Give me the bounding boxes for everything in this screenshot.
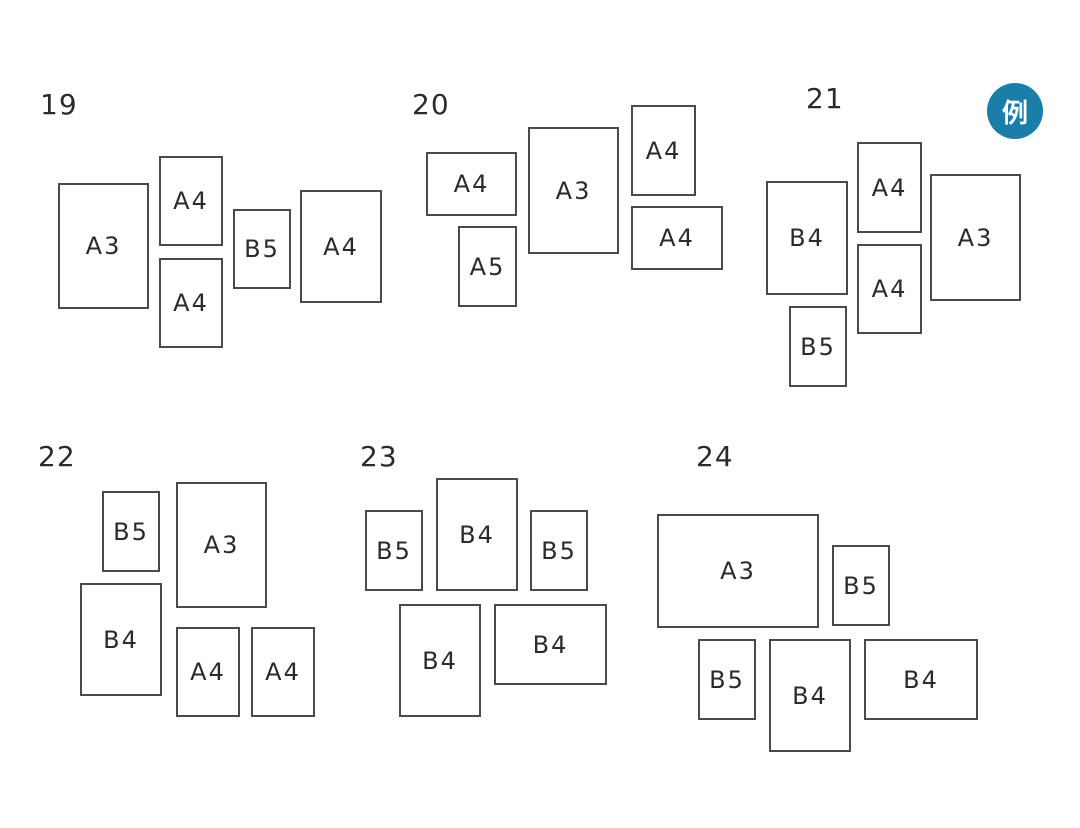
frame-size-label: B4 [103,625,139,654]
frame-box: A4 [631,105,696,196]
example-badge-text: 例 [1001,98,1028,129]
frame-box: B5 [365,510,423,591]
frame-box: A3 [657,514,819,628]
frame-size-label: B4 [422,646,458,675]
frame-size-label: B4 [459,520,495,549]
layout-number: 24 [696,440,734,473]
frame-size-label: A4 [265,658,301,686]
frame-size-label: A3 [720,557,756,585]
frame-box: A4 [176,627,240,717]
frame-size-label: A3 [203,531,240,559]
frame-size-label: B5 [244,235,280,263]
frame-box: B4 [494,604,607,685]
frame-size-label: B5 [113,517,149,546]
frame-box: A4 [159,156,223,246]
frame-size-label: A3 [957,223,994,252]
frame-box: B4 [80,583,162,696]
frame-box: A4 [300,190,382,303]
layout-number: 22 [38,440,76,473]
frame-box: A4 [426,152,517,216]
frame-size-label: A4 [173,187,209,215]
layout-number: 23 [360,440,398,473]
frame-size-label: B5 [376,536,412,565]
frame-size-label: B5 [800,332,836,361]
frame-box: A4 [857,244,922,334]
frame-size-label: B4 [792,681,828,710]
frame-box: B5 [233,209,291,289]
frame-size-label: A5 [469,252,506,281]
frame-size-label: B4 [903,665,939,694]
frame-size-label: B5 [843,571,879,600]
frame-box: B4 [864,639,978,720]
frame-box: B5 [530,510,588,591]
frame-box: A3 [528,127,619,254]
frame-box: A3 [58,183,149,309]
frame-box: B4 [399,604,481,717]
frame-size-label: A4 [659,224,695,252]
frame-box: B5 [698,639,756,720]
frame-box: A4 [159,258,223,348]
frame-box: A5 [458,226,517,307]
frame-box: B4 [769,639,851,752]
frame-box: B4 [436,478,518,591]
frame-box: B5 [832,545,890,626]
frame-box: B5 [789,306,847,387]
example-badge: 例 [987,83,1043,139]
layout-number: 20 [412,88,450,121]
frame-box: A3 [176,482,267,608]
frame-size-label: A4 [871,173,908,202]
frame-size-label: B4 [789,224,825,252]
frame-size-label: B5 [709,665,745,694]
frame-box: B4 [766,181,848,295]
frame-size-label: A4 [190,658,226,686]
frame-box: A4 [857,142,922,233]
frame-size-label: A4 [323,232,359,261]
frame-size-label: B5 [541,536,577,565]
frame-box: A3 [930,174,1021,301]
layout-number: 21 [806,82,844,115]
frame-box: A4 [251,627,315,717]
frame-size-label: A4 [173,289,209,317]
frame-size-label: A4 [871,275,908,303]
frame-box: A4 [631,206,723,270]
frame-box: B5 [102,491,160,572]
frame-size-label: A4 [453,170,490,198]
layout-number: 19 [40,88,78,121]
frame-size-label: A4 [645,136,682,165]
frame-size-label: A3 [555,176,592,205]
frame-size-label: A3 [85,232,122,260]
frame-size-label: B4 [532,630,569,659]
